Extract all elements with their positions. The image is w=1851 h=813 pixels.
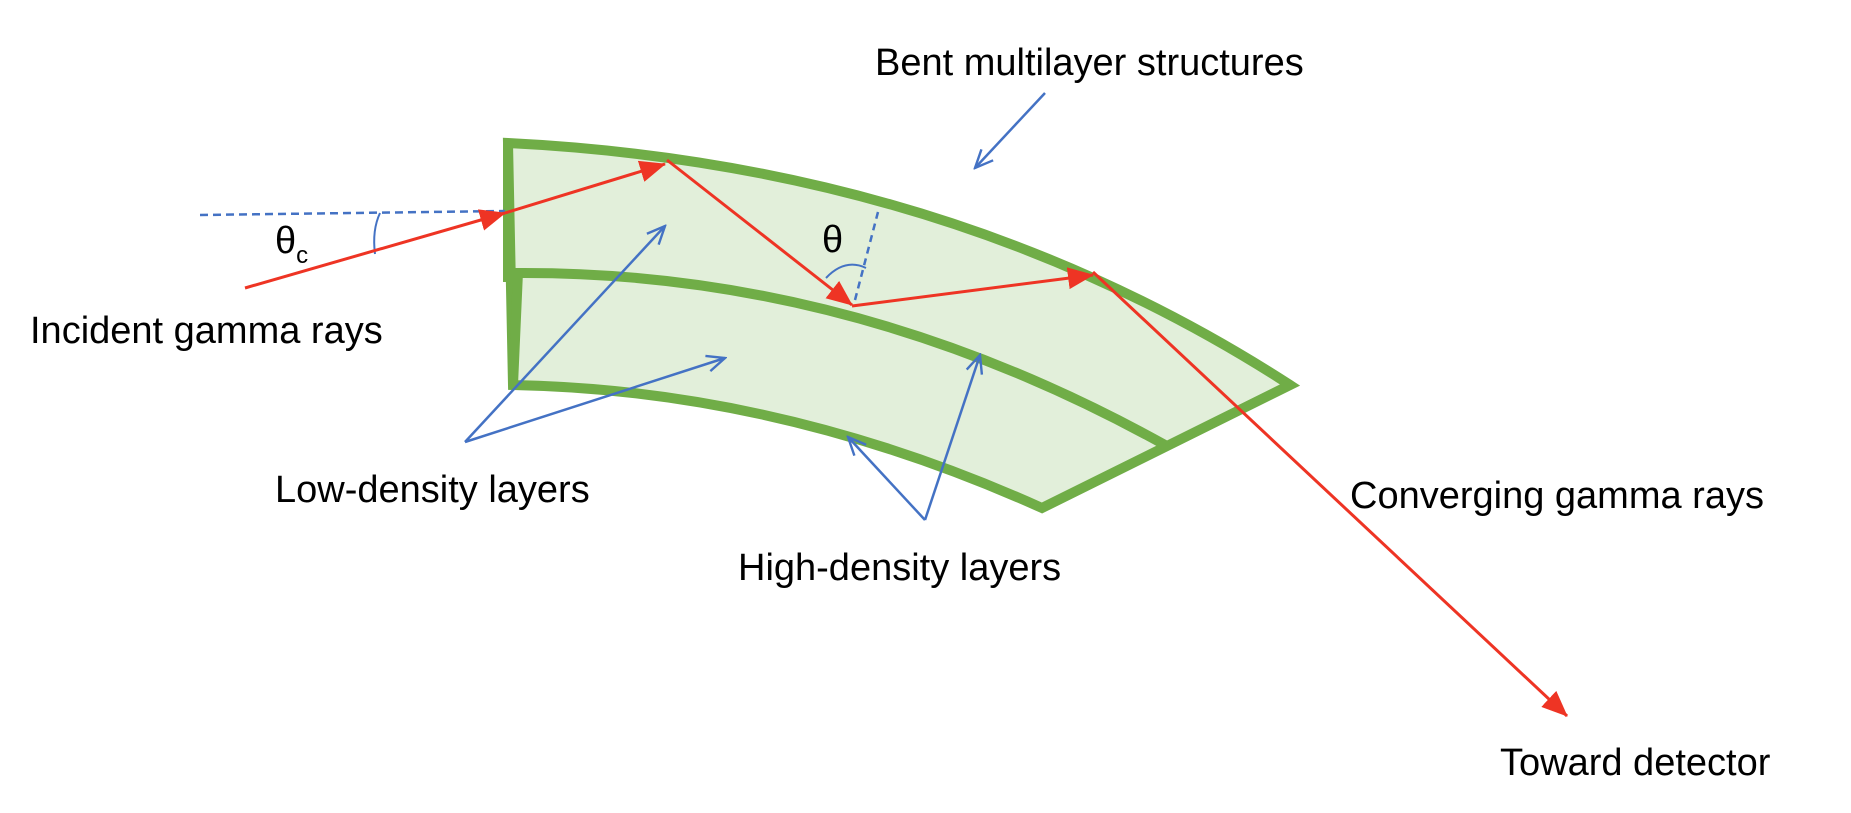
label-high-density: High-density layers [738, 547, 1061, 589]
label-converging-rays: Converging gamma rays [1350, 475, 1764, 517]
incident-ray-inner [504, 160, 666, 215]
theta-arc [825, 263, 867, 279]
label-theta-c: θc [275, 220, 308, 269]
converging-ray [1091, 270, 1569, 718]
label-toward-detector: Toward detector [1500, 742, 1771, 784]
high-density-pointer-left [848, 437, 926, 521]
theta-c-symbol: θ [275, 220, 296, 262]
high-density-pointer-right [923, 355, 980, 521]
label-theta: θ [822, 219, 843, 261]
reflected-ray-up [851, 267, 1094, 308]
low-density-pointer-upper [464, 226, 665, 443]
incident-ray-outer [244, 209, 506, 290]
reflected-ray-down [666, 158, 853, 307]
low-density-pointer-lower [464, 358, 725, 444]
normal-dashed-line [853, 211, 880, 301]
reference-dashed-line [199, 209, 506, 217]
label-low-density: Low-density layers [275, 469, 590, 511]
bent-multilayer-pointer [975, 92, 1046, 168]
theta-c-subscript: c [296, 242, 308, 269]
inner-layer-boundary [512, 267, 1168, 450]
label-bent-multilayer: Bent multilayer structures [875, 42, 1304, 84]
label-incident-rays: Incident gamma rays [30, 310, 383, 352]
